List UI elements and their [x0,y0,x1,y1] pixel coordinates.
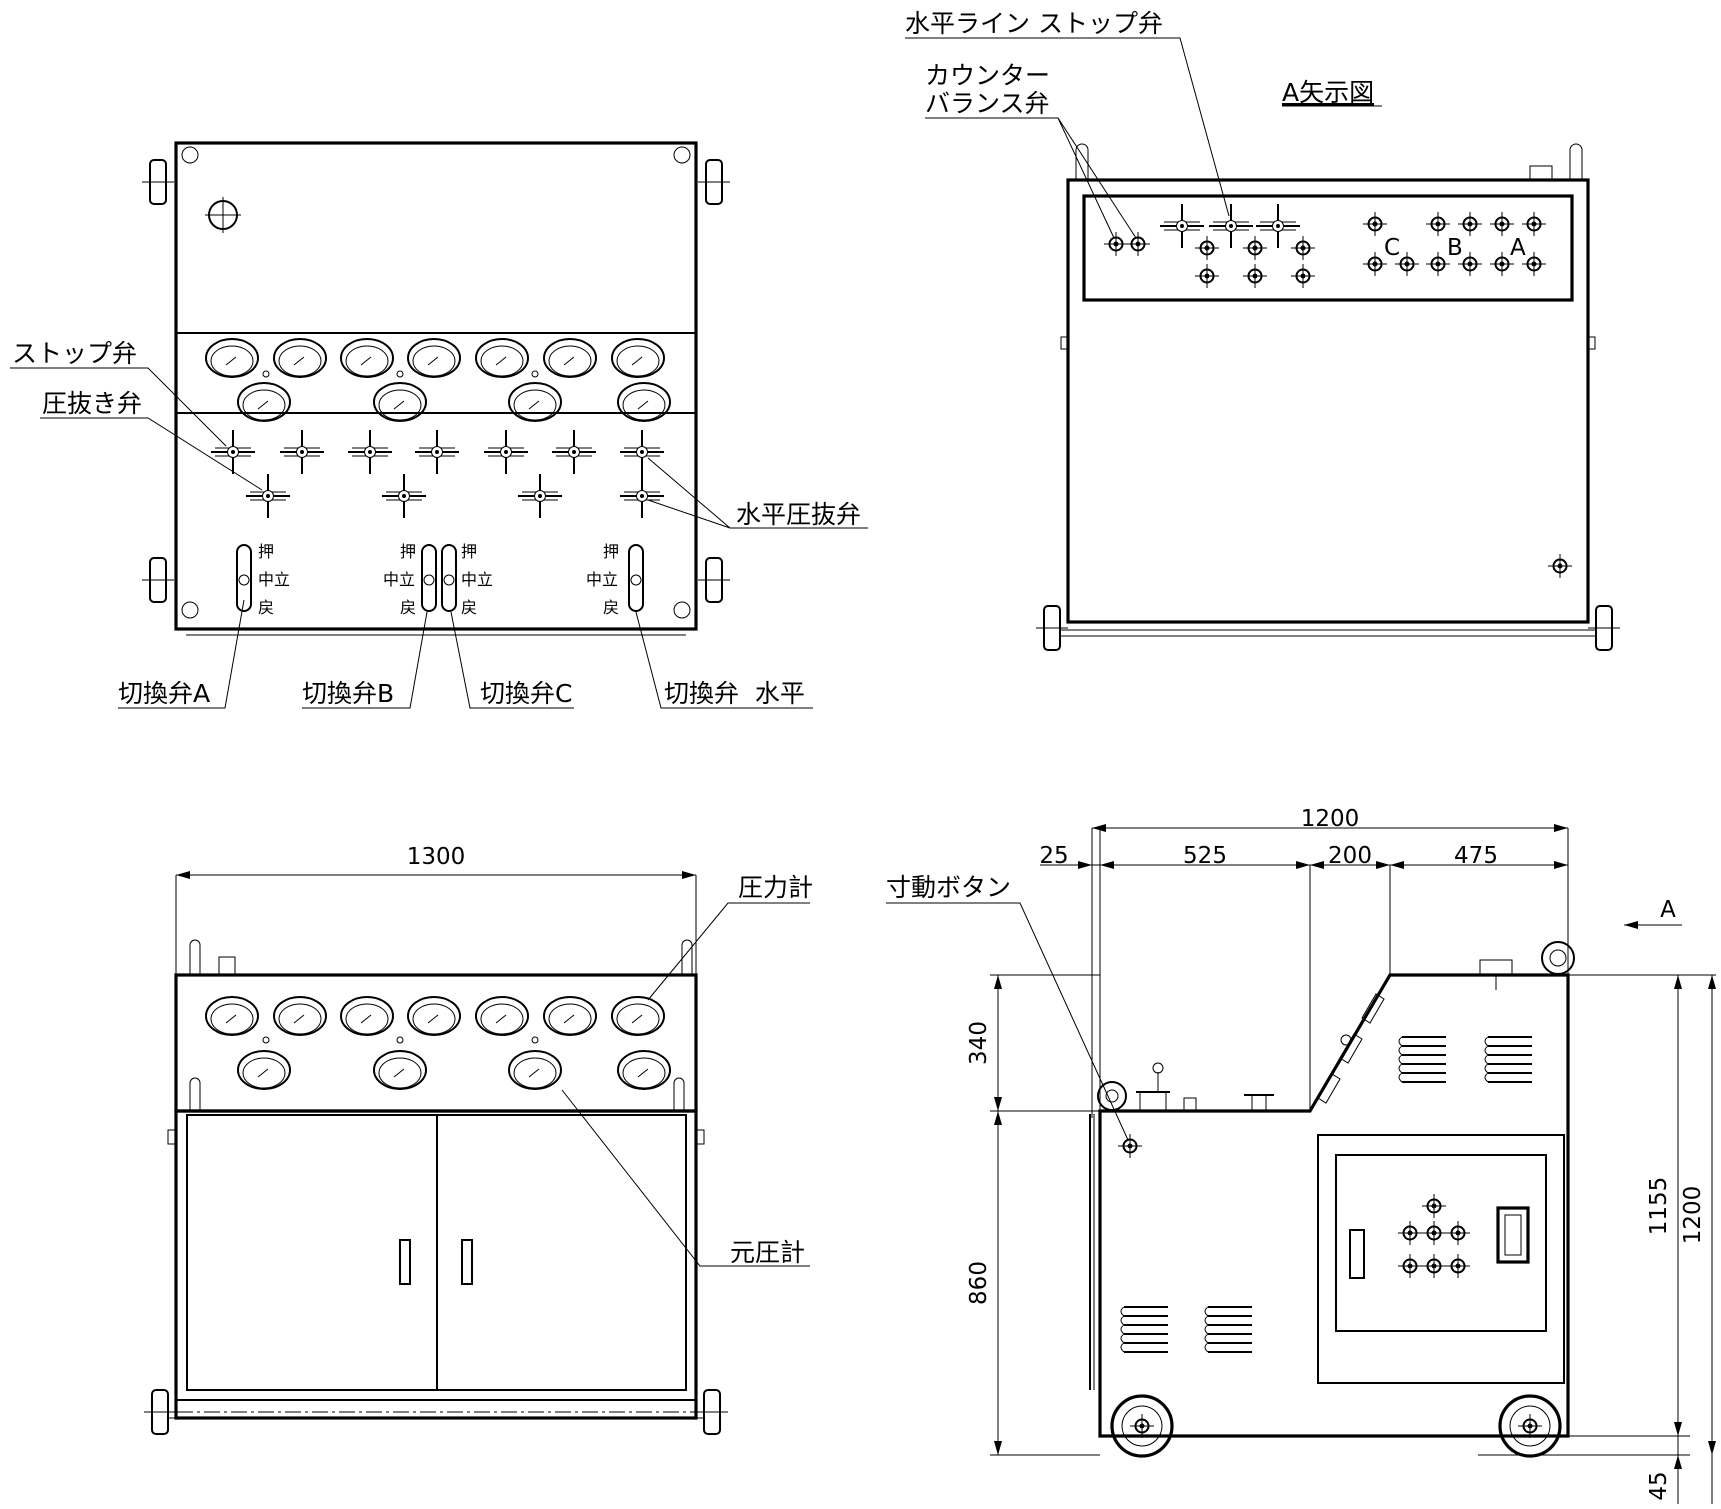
jog-button-leader [886,902,1129,1141]
indicator-icon [1349,1229,1365,1279]
label-balance-valve: バランス弁 [925,89,1050,118]
vent-icon [1484,1036,1533,1083]
valve-handle-icon [1251,1094,1267,1112]
vent-icon [1204,1306,1253,1353]
mark-neutral: 中立 [258,570,290,589]
label-counter: カウンター [925,61,1050,90]
side-body-outline [1098,973,1570,1438]
arrow-a-view: A矢示図 C B A 水平ライ [905,9,1621,651]
wheel-icon [1035,605,1069,651]
vent-icon [1398,1036,1447,1083]
label-switch-valve-a: 切換弁A [118,679,210,708]
label-switch-valve-horizontal: 切換弁 水平 [664,679,805,708]
dim-860: 860 [966,1261,992,1305]
cabinet-door-right [436,1114,687,1391]
port-letter-a: A [1510,235,1526,261]
mark-push: 押 [258,542,274,561]
label-stop-valve: ストップ弁 [12,339,137,368]
breather-icon [1479,959,1513,976]
side-dimension-arrowheads [994,824,1716,1469]
vent-icon [1120,1306,1169,1353]
door-handle-icon [461,1239,473,1285]
dim-200: 200 [1328,843,1372,869]
label-pressure-release-valve: 圧抜き弁 [42,389,142,418]
dim-1155: 1155 [1646,1177,1672,1236]
label-switch-valve-c: 切換弁C [480,679,572,708]
port-letter-b: B [1447,235,1463,261]
mark-return: 戻 [258,598,274,617]
control-panel [1317,1134,1565,1384]
gauge-box [174,973,698,1113]
mark-neutral: 中立 [383,570,415,589]
label-jog-button: 寸動ボタン [886,873,1011,902]
mark-push: 押 [461,542,477,561]
top-gauges [205,338,671,422]
top-leaders [10,367,868,709]
side-view: 1200 25 525 200 475 A 340 860 1155 1200 … [886,806,1716,1504]
front-view: 1300 圧力計 元圧計 [143,844,813,1435]
door-handle-icon [399,1239,411,1285]
mark-return: 戻 [603,598,619,617]
port-letter-c: C [1384,235,1400,261]
wheel-icon [697,159,731,205]
wheel-icon [141,557,175,603]
label-source-pressure-gauge: 元圧計 [730,1238,805,1267]
wheel-icon [1587,605,1621,651]
selector-levers [236,544,644,612]
view-title-arrow-a: A矢示図 [1282,78,1374,107]
jog-button-icon [1097,1081,1127,1111]
wheel-icon [695,1389,729,1435]
arrow-view-leaders [905,37,1230,239]
wheel-icon [1110,1394,1174,1458]
wheel-icon [697,557,731,603]
port-panel [1082,194,1574,302]
operation-panel [1335,1154,1547,1332]
mark-push: 押 [400,542,416,561]
label-horizontal-line-stop-valve: 水平ライン ストップ弁 [905,9,1163,38]
lifting-eye-icon [1541,941,1575,975]
wheel-icon [1498,1394,1562,1458]
front-gauges [205,996,671,1090]
front-leaders [561,902,810,1267]
label-horizontal-release-valve: 水平圧抜弁 [736,500,861,529]
side-dimension-lines [990,827,1716,1504]
mark-return: 戻 [461,598,477,617]
port-array [1103,203,1573,579]
dim-45: 45 [1646,1471,1672,1500]
label-pressure-gauge: 圧力計 [738,873,813,902]
view-arrow-a: A [1660,897,1676,923]
main-switch-icon [1496,1206,1530,1264]
wheel-icon [143,1389,177,1435]
dim-25: 25 [1039,843,1068,869]
label-switch-valve-b: 切換弁B [302,679,394,708]
wheel-icon [141,159,175,205]
mark-push: 押 [603,542,619,561]
mark-neutral: 中立 [586,570,618,589]
top-valves [210,429,665,519]
dim-1200: 1200 [1680,1186,1706,1245]
dim-340: 340 [966,1021,992,1065]
mark-return: 戻 [400,598,416,617]
dim-525: 525 [1183,843,1227,869]
dim-475: 475 [1454,843,1498,869]
dim-width-1300: 1300 [407,844,466,870]
dim-overall-1200: 1200 [1301,806,1360,832]
top-view: 押 中立 戻 押 中立 戻 押 中立 戻 押 中立 戻 ストップ弁 圧抜き弁 水… [10,141,868,709]
mark-neutral: 中立 [461,570,493,589]
valve-handle-icon [1139,1091,1167,1112]
